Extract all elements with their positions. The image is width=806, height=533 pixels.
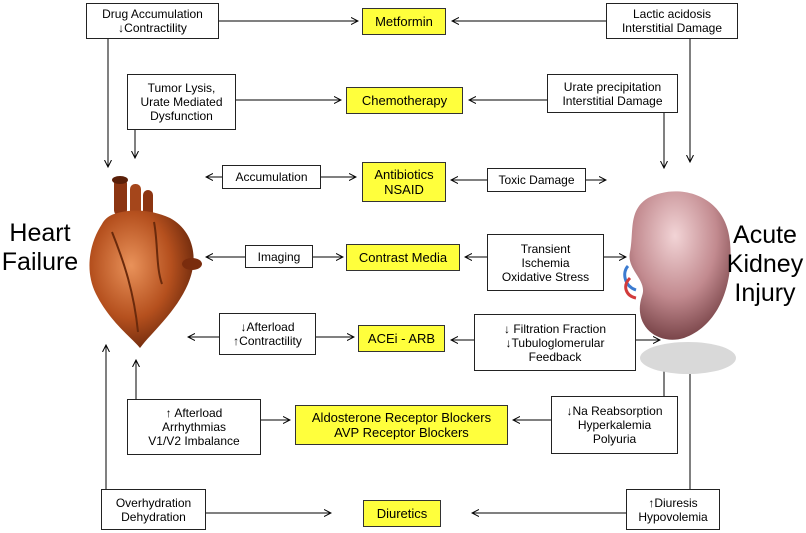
effect-line: ↓Contractility: [118, 21, 187, 35]
heart-effect-metformin: Drug Accumulation ↓Contractility: [86, 3, 219, 39]
drug-label: AVP Receptor Blockers: [334, 425, 469, 440]
heart-failure-line: Heart: [0, 219, 80, 248]
effect-line: Lactic acidosis: [633, 7, 711, 21]
effect-line: ↓Tubuloglomerular: [506, 336, 605, 350]
aldosterone-avp-box: Aldosterone Receptor Blockers AVP Recept…: [295, 405, 508, 445]
effect-line: Transient: [521, 242, 571, 256]
effect-line: V1/V2 Imbalance: [148, 434, 239, 448]
effect-line: Hyperkalemia: [578, 418, 651, 432]
drug-label: Diuretics: [377, 506, 428, 521]
effect-line: Arrhythmias: [162, 420, 226, 434]
effect-line: ↓Afterload: [240, 320, 294, 334]
effect-line: Ischemia: [521, 256, 569, 270]
effect-line: ↓Na Reabsorption: [566, 404, 662, 418]
kidney-effect-antibiotics: Toxic Damage: [487, 168, 586, 192]
acute-kidney-injury-label: Acute Kidney Injury: [724, 221, 806, 308]
effect-line: Oxidative Stress: [502, 270, 589, 284]
heart-effect-antibiotics: Accumulation: [222, 165, 321, 189]
chemotherapy-box: Chemotherapy: [346, 87, 463, 114]
drug-label: Aldosterone Receptor Blockers: [312, 410, 491, 425]
heart-effect-diuretics: Overhydration Dehydration: [101, 489, 206, 530]
effect-line: Overhydration: [116, 496, 191, 510]
metformin-box: Metformin: [362, 8, 446, 35]
diuretics-box: Diuretics: [363, 500, 441, 527]
effect-line: ↑ Afterload: [166, 406, 223, 420]
effect-line: ↑Contractility: [233, 334, 302, 348]
kidney-effect-acei: ↓ Filtration Fraction ↓Tubuloglomerular …: [474, 314, 636, 371]
heart-effect-acei: ↓Afterload ↑Contractility: [219, 313, 316, 355]
effect-line: ↑Diuresis: [648, 496, 697, 510]
effect-line: Accumulation: [235, 170, 307, 184]
drug-label: Metformin: [375, 14, 433, 29]
heart-effect-aldosterone: ↑ Afterload Arrhythmias V1/V2 Imbalance: [127, 399, 261, 455]
effect-line: Imaging: [258, 250, 301, 264]
effect-line: Drug Accumulation: [102, 7, 203, 21]
kidney-effect-aldosterone: ↓Na Reabsorption Hyperkalemia Polyuria: [551, 396, 678, 454]
kidney-effect-metformin: Lactic acidosis Interstitial Damage: [606, 3, 738, 39]
drug-label: ACEi - ARB: [368, 331, 435, 346]
effect-line: Dehydration: [121, 510, 186, 524]
effect-line: Dysfunction: [150, 109, 213, 123]
kidney-effect-chemotherapy: Urate precipitation Interstitial Damage: [547, 74, 678, 113]
effect-line: Interstitial Damage: [562, 94, 662, 108]
effect-line: ↓ Filtration Fraction: [504, 322, 606, 336]
heart-effect-contrast: Imaging: [245, 245, 313, 268]
contrast-media-box: Contrast Media: [346, 244, 460, 271]
effect-line: Urate Mediated: [140, 95, 222, 109]
acei-arb-box: ACEi - ARB: [358, 325, 445, 352]
heart-effect-chemotherapy: Tumor Lysis, Urate Mediated Dysfunction: [127, 74, 236, 130]
effect-line: Interstitial Damage: [622, 21, 722, 35]
acute-kidney-injury-line: Acute: [724, 221, 806, 250]
drug-label: Contrast Media: [359, 250, 447, 265]
acute-kidney-injury-line: Kidney: [724, 250, 806, 279]
acute-kidney-injury-line: Injury: [724, 279, 806, 308]
effect-line: Tumor Lysis,: [148, 81, 216, 95]
drug-label: Chemotherapy: [362, 93, 447, 108]
effect-line: Urate precipitation: [564, 80, 661, 94]
drug-label: NSAID: [384, 182, 424, 197]
heart-icon: [72, 172, 212, 354]
effect-line: Hypovolemia: [638, 510, 707, 524]
heart-failure-line: Failure: [0, 248, 80, 277]
kidney-effect-diuretics: ↑Diuresis Hypovolemia: [626, 489, 720, 530]
drug-label: Antibiotics: [374, 167, 433, 182]
heart-failure-label: Heart Failure: [0, 219, 80, 277]
kidney-effect-contrast: Transient Ischemia Oxidative Stress: [487, 234, 604, 291]
effect-line: Feedback: [529, 350, 582, 364]
antibiotics-nsaid-box: Antibiotics NSAID: [362, 162, 446, 202]
effect-line: Polyuria: [593, 432, 636, 446]
effect-line: Toxic Damage: [498, 173, 574, 187]
